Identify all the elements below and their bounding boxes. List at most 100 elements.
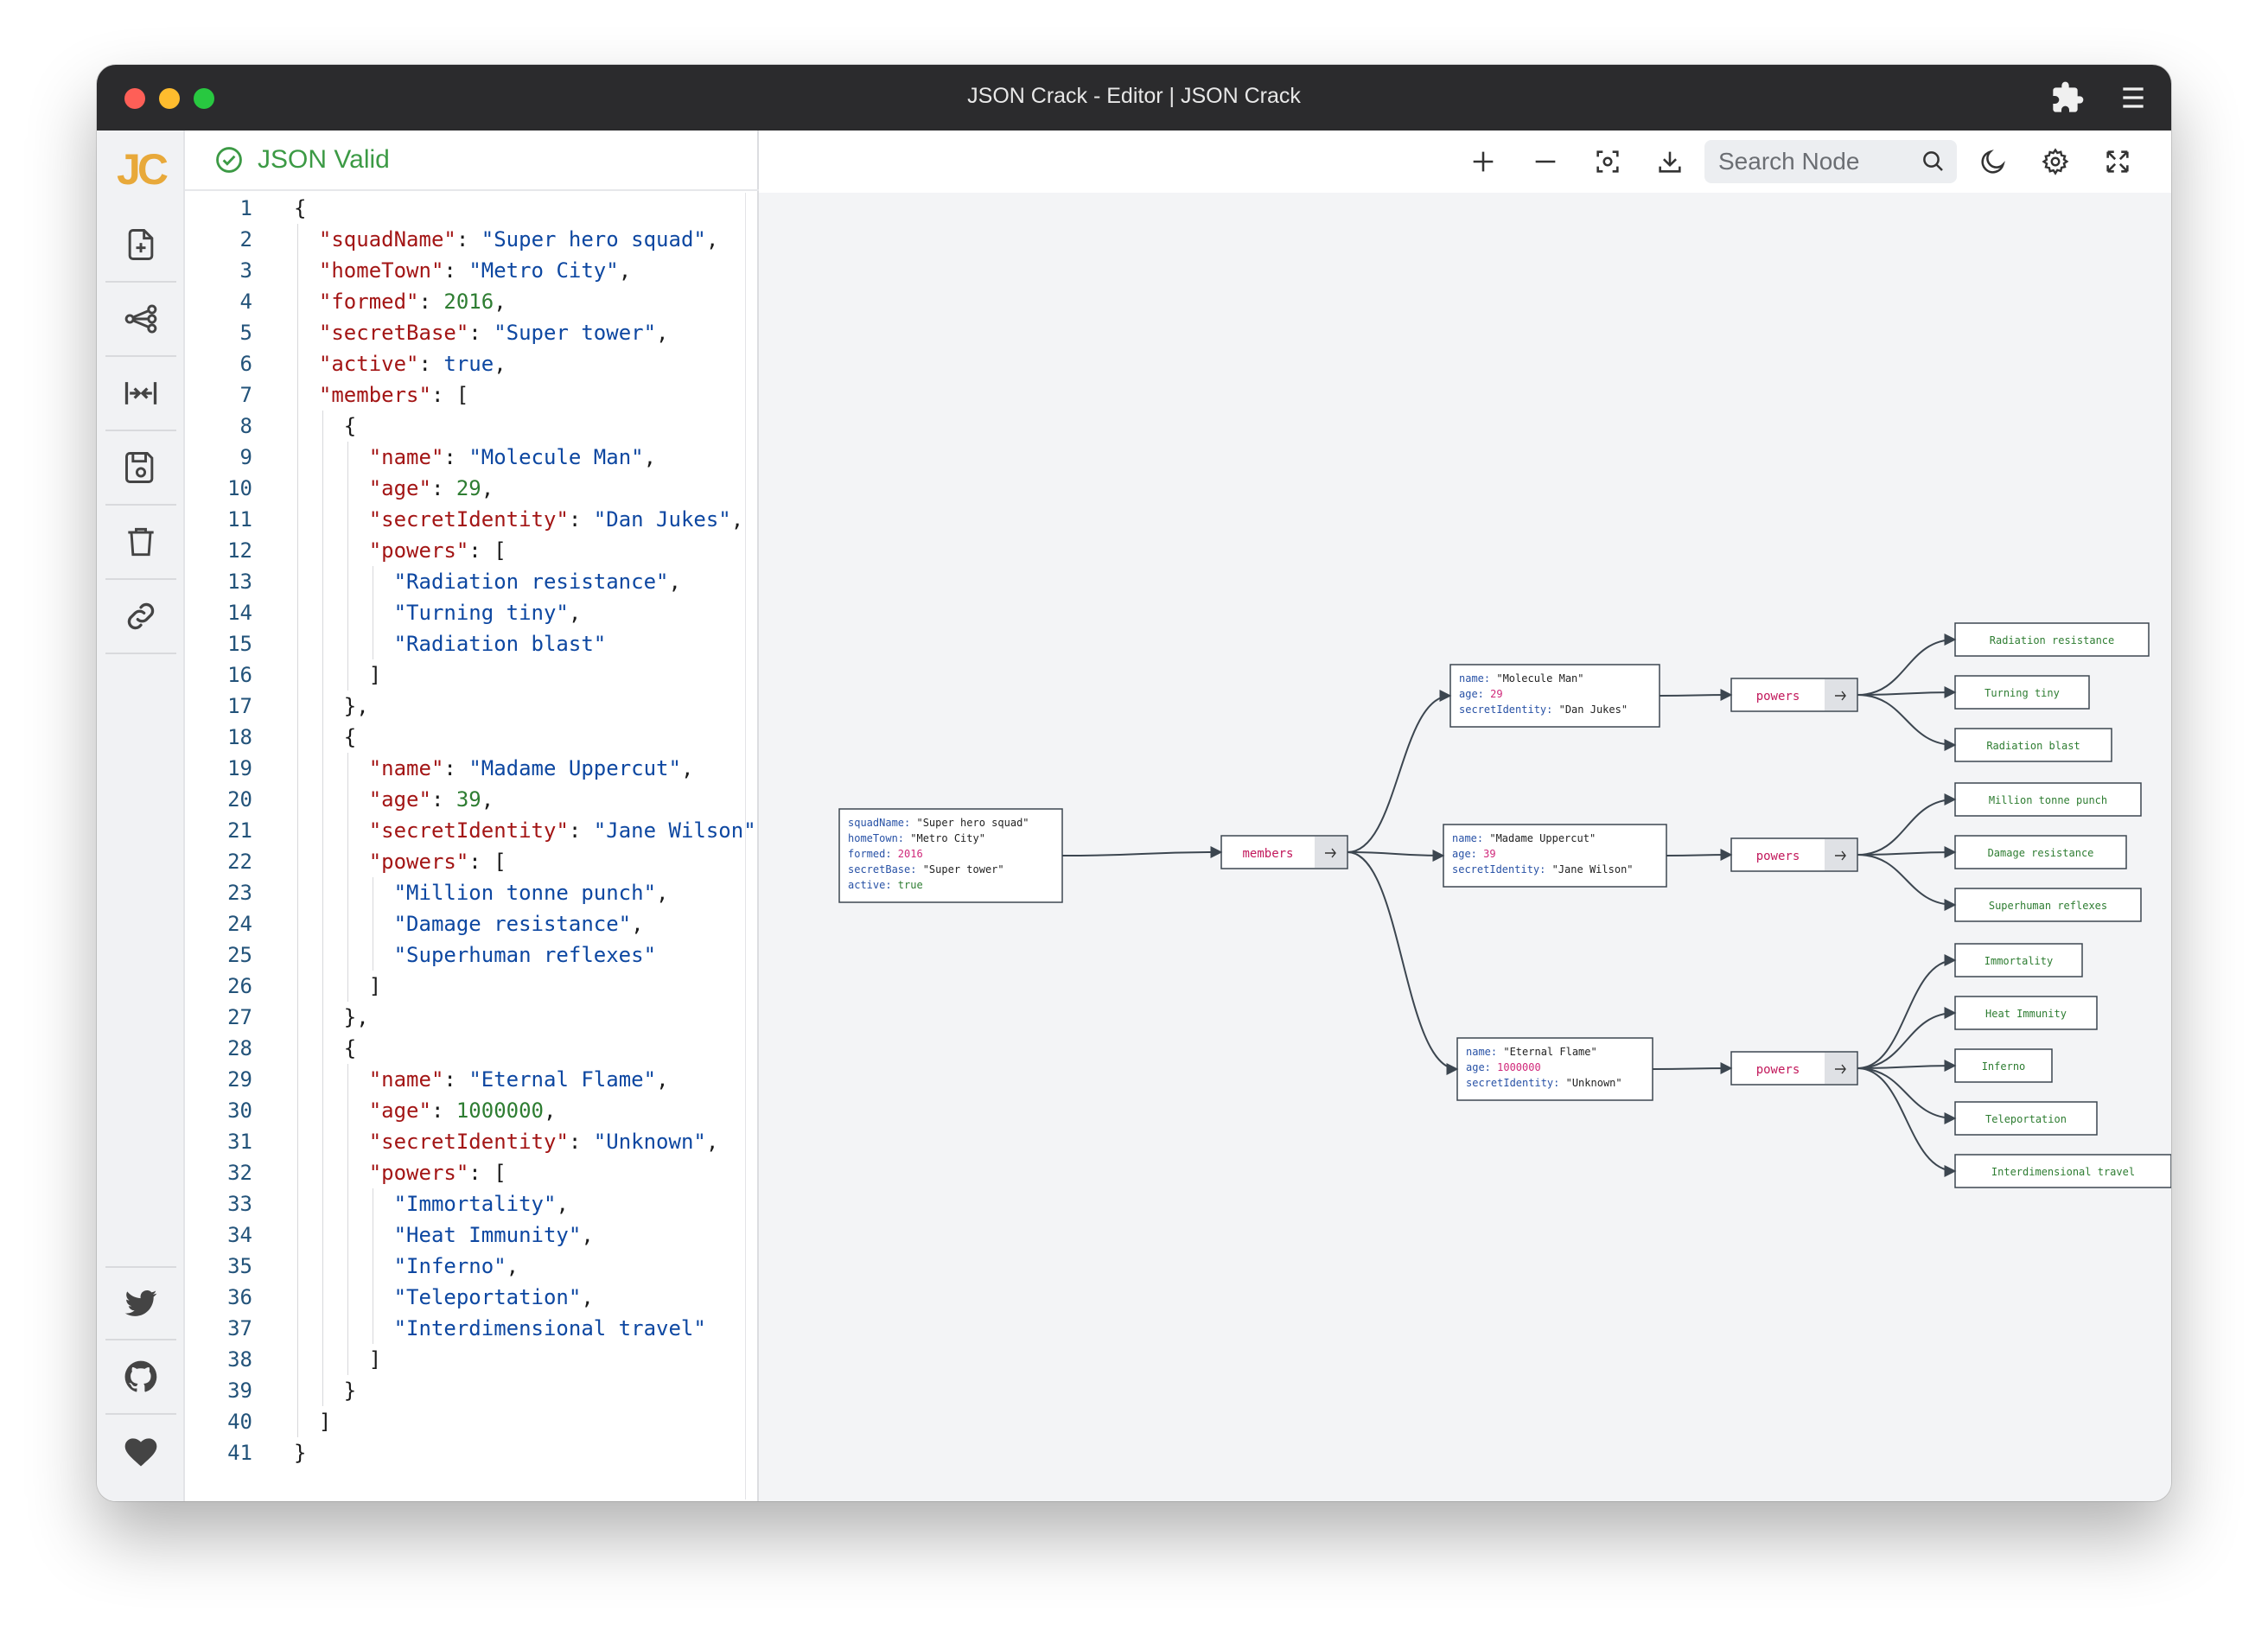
node-row: formed: 2016 bbox=[848, 848, 923, 860]
collapse-toggle[interactable] bbox=[1315, 837, 1347, 868]
json-editor[interactable]: JSON Valid 1{2 "squadName": "Super hero … bbox=[185, 131, 768, 1501]
code-line[interactable]: ] bbox=[294, 1410, 332, 1434]
code-line[interactable]: "Heat Immunity", bbox=[393, 1223, 594, 1247]
graph-canvas[interactable]: squadName: "Super hero squad"homeTown: "… bbox=[759, 131, 2171, 1501]
maximize-window-button[interactable] bbox=[194, 88, 214, 109]
settings-button[interactable] bbox=[2035, 141, 2076, 182]
line-number: 6 bbox=[239, 352, 252, 376]
code-line[interactable]: ] bbox=[294, 974, 382, 998]
extensions-icon[interactable] bbox=[2050, 80, 2085, 115]
collapse-button[interactable] bbox=[105, 357, 176, 431]
new-file-button[interactable] bbox=[105, 208, 176, 283]
code-line[interactable]: "Immortality", bbox=[393, 1192, 569, 1216]
code-line[interactable]: "squadName": "Super hero squad", bbox=[318, 227, 719, 252]
line-number: 39 bbox=[227, 1378, 252, 1403]
zoom-out-button[interactable] bbox=[1525, 141, 1566, 182]
graph-view-button[interactable] bbox=[105, 283, 176, 357]
zoom-in-button[interactable] bbox=[1462, 141, 1504, 182]
code-line[interactable]: "active": true, bbox=[318, 352, 506, 376]
support-link[interactable] bbox=[105, 1415, 176, 1489]
power-node[interactable] bbox=[1954, 1048, 2053, 1083]
power-node[interactable] bbox=[1954, 996, 2098, 1030]
member-node[interactable] bbox=[1456, 1037, 1653, 1101]
node-row: age: 29 bbox=[1459, 688, 1503, 700]
code-line[interactable]: "Turning tiny", bbox=[393, 601, 582, 625]
search-node-input[interactable]: Search Node bbox=[1704, 140, 1957, 183]
code-line[interactable]: "Teleportation", bbox=[393, 1285, 594, 1309]
fullscreen-button[interactable] bbox=[2097, 141, 2138, 182]
code-line[interactable]: } bbox=[294, 1378, 357, 1403]
root-node[interactable] bbox=[838, 808, 1063, 903]
close-window-button[interactable] bbox=[124, 88, 145, 109]
code-line[interactable]: "powers": [ bbox=[368, 1161, 506, 1185]
code-line[interactable]: ] bbox=[294, 663, 382, 687]
code-line[interactable]: "age": 39, bbox=[368, 787, 494, 812]
power-node[interactable] bbox=[1954, 835, 2127, 869]
code-line[interactable]: } bbox=[294, 1441, 307, 1465]
code-line[interactable]: "name": "Madame Uppercut", bbox=[368, 756, 694, 780]
graph-icon bbox=[124, 304, 157, 334]
power-node[interactable] bbox=[1954, 943, 2083, 977]
menu-icon[interactable] bbox=[2116, 80, 2150, 115]
member-node[interactable] bbox=[1449, 664, 1660, 728]
code-line[interactable]: "powers": [ bbox=[368, 538, 506, 563]
code-line[interactable]: "homeTown": "Metro City", bbox=[318, 258, 632, 283]
collapse-toggle[interactable] bbox=[1825, 1053, 1857, 1084]
code-line[interactable]: "secretBase": "Super tower", bbox=[318, 321, 669, 345]
github-link[interactable] bbox=[105, 1340, 176, 1415]
power-node[interactable] bbox=[1954, 622, 2150, 657]
minimize-window-button[interactable] bbox=[159, 88, 180, 109]
line-number: 15 bbox=[227, 632, 252, 656]
power-label: Interdimensional travel bbox=[1991, 1166, 2135, 1178]
graph-svg[interactable]: squadName: "Super hero squad"homeTown: "… bbox=[759, 131, 2171, 1501]
zoom-in-icon bbox=[1473, 151, 1494, 172]
code-line[interactable]: "Damage resistance", bbox=[393, 912, 644, 936]
code-line[interactable]: "powers": [ bbox=[368, 850, 506, 874]
sidebar: JC bbox=[97, 131, 185, 1501]
save-button[interactable] bbox=[105, 431, 176, 506]
code-line[interactable]: { bbox=[294, 725, 357, 749]
code-line[interactable]: "Radiation blast" bbox=[393, 632, 607, 656]
download-button[interactable] bbox=[1649, 141, 1691, 182]
code-line[interactable]: "secretIdentity": "Dan Jukes", bbox=[368, 507, 744, 532]
graph-edge bbox=[1857, 954, 1957, 1069]
code-line[interactable]: "age": 29, bbox=[368, 476, 494, 500]
member-node[interactable] bbox=[1443, 824, 1667, 888]
code-line[interactable]: "Superhuman reflexes" bbox=[393, 943, 657, 967]
code-line[interactable]: "name": "Molecule Man", bbox=[368, 445, 657, 469]
code-line[interactable]: "secretIdentity": "Jane Wilson", bbox=[368, 818, 768, 843]
power-node[interactable] bbox=[1954, 728, 2112, 762]
array-label: members bbox=[1242, 847, 1293, 861]
code-line[interactable]: "age": 1000000, bbox=[368, 1098, 557, 1123]
code-line[interactable]: "Interdimensional travel" bbox=[393, 1316, 706, 1340]
power-node[interactable] bbox=[1954, 1101, 2098, 1136]
power-label: Heat Immunity bbox=[1985, 1008, 2067, 1020]
collapse-toggle[interactable] bbox=[1825, 679, 1857, 710]
theme-toggle-button[interactable] bbox=[1972, 141, 2014, 182]
code-line[interactable]: { bbox=[294, 196, 307, 220]
code-line[interactable]: { bbox=[294, 1036, 357, 1060]
share-link-button[interactable] bbox=[105, 580, 176, 654]
code-line[interactable]: "formed": 2016, bbox=[318, 290, 506, 314]
code-line[interactable]: { bbox=[294, 414, 357, 438]
code-line[interactable]: "members": [ bbox=[318, 383, 469, 407]
focus-button[interactable] bbox=[1587, 141, 1628, 182]
code-line[interactable]: "Radiation resistance", bbox=[393, 570, 681, 594]
code-line[interactable]: "name": "Eternal Flame", bbox=[368, 1067, 669, 1092]
app-logo[interactable]: JC bbox=[117, 145, 169, 194]
code-line[interactable]: }, bbox=[294, 694, 369, 718]
line-number: 31 bbox=[227, 1130, 252, 1154]
code-line[interactable]: "secretIdentity": "Unknown", bbox=[368, 1130, 719, 1154]
graph-edge bbox=[1857, 854, 1957, 911]
graph-edge bbox=[1857, 1007, 1957, 1069]
line-number: 35 bbox=[227, 1254, 252, 1278]
delete-button[interactable] bbox=[105, 506, 176, 580]
collapse-toggle[interactable] bbox=[1825, 839, 1857, 870]
editor-scrollbar[interactable] bbox=[745, 193, 746, 1499]
twitter-link[interactable] bbox=[105, 1266, 176, 1340]
code-line[interactable]: "Inferno", bbox=[393, 1254, 519, 1278]
code-line[interactable]: }, bbox=[294, 1005, 369, 1029]
code-line[interactable]: ] bbox=[294, 1347, 382, 1372]
search-icon[interactable] bbox=[1921, 149, 1946, 175]
code-line[interactable]: "Million tonne punch", bbox=[393, 881, 669, 905]
